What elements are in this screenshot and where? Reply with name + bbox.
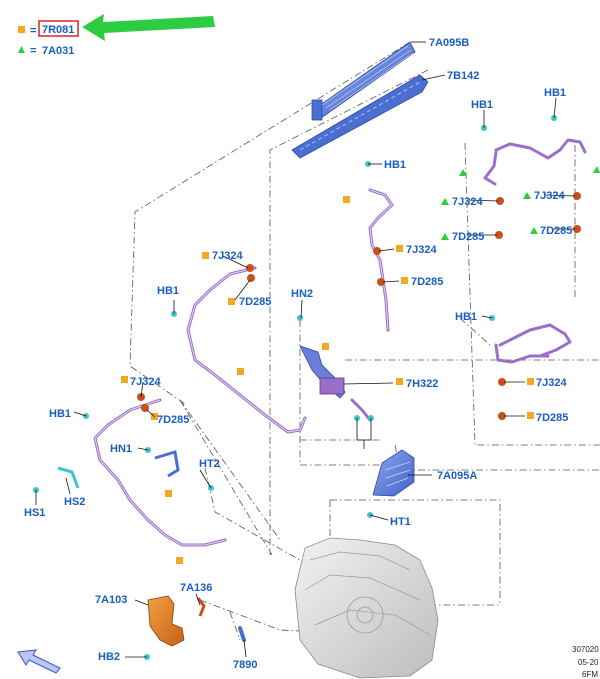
triangle-marker-icon (441, 198, 449, 205)
green-arrow-icon (82, 14, 215, 41)
square-marker-icon (165, 490, 172, 497)
clip-icon (496, 197, 504, 205)
label-7d285: 7D285 (411, 276, 443, 288)
small-parts (33, 115, 581, 660)
label-7d285: 7D285 (540, 225, 572, 237)
hoses (93, 138, 587, 547)
front-arrow-icon (17, 649, 61, 674)
square-marker-icon (176, 557, 183, 564)
label-ht1: HT1 (390, 516, 411, 528)
square-marker-icon (228, 298, 235, 305)
label-7a136: 7A136 (180, 582, 212, 594)
label-7b142: 7B142 (447, 70, 479, 82)
footer-codes: 307020 05-20 6FM (572, 645, 599, 679)
label-hb2: HB2 (98, 651, 120, 663)
label-ht2: HT2 (199, 458, 220, 470)
bracket-upper (291, 74, 429, 159)
square-marker-icon (237, 368, 244, 375)
label-hn2: HN2 (291, 288, 313, 300)
label-7a103: 7A103 (95, 594, 127, 606)
legend-equals-2: = (30, 45, 36, 57)
label-7d285: 7D285 (452, 231, 484, 243)
label-7j324: 7J324 (452, 196, 483, 208)
square-marker-icon (396, 245, 403, 252)
triangle-marker-icon (593, 166, 600, 173)
clip-icon (573, 192, 581, 200)
triangle-marker-icon (530, 227, 538, 234)
transmission-case (294, 537, 439, 679)
label-hb1: HB1 (544, 87, 566, 99)
square-marker-icon (322, 343, 329, 350)
legend-square-code: 7R081 (42, 24, 74, 36)
label-hb1: HB1 (384, 159, 406, 171)
triangle-marker-icon (459, 169, 467, 176)
square-marker-icon (396, 378, 403, 385)
label-7j324: 7J324 (130, 376, 161, 388)
label-7a095a: 7A095A (437, 470, 477, 482)
clip-icon (495, 231, 503, 239)
square-marker-icon (527, 412, 534, 419)
triangle-markers (441, 166, 600, 240)
label-7a095b: 7A095B (429, 37, 469, 49)
footer-line2: 05-20 (578, 658, 599, 667)
label-hb1: HB1 (471, 99, 493, 111)
fastener-icon (297, 315, 303, 321)
square-marker-icon (527, 378, 534, 385)
clip-icon (498, 378, 506, 386)
clip-icon (246, 264, 254, 272)
label-hb1: HB1 (455, 311, 477, 323)
clip-icon (498, 412, 506, 420)
square-marker-icon (202, 252, 209, 259)
label-7j324: 7J324 (212, 250, 243, 262)
label-7d285: 7D285 (239, 296, 271, 308)
legend-highlight-box (38, 20, 79, 37)
label-hn1: HN1 (110, 443, 132, 455)
label-hs1: HS1 (24, 507, 45, 519)
label-7j324: 7J324 (534, 190, 565, 202)
cooler-lower (372, 449, 415, 497)
square-marker-icon (121, 376, 128, 383)
legend-triangle-icon (18, 46, 25, 53)
label-7d285: 7D285 (536, 412, 568, 424)
footer-line1: 307020 (572, 645, 599, 654)
footer-line3: 6FM (582, 670, 598, 679)
part-labels: 7A095B 7B142 HB1 HB1 HB1 7J324 7D285 7J3… (24, 37, 572, 671)
clip-icon (373, 247, 381, 255)
triangle-marker-icon (441, 233, 449, 240)
label-7d285: 7D285 (157, 414, 189, 426)
legend-triangle-code: 7A031 (42, 45, 74, 57)
leader-lines (35, 41, 576, 658)
clip-icon (573, 225, 581, 233)
clip-icon (247, 274, 255, 282)
label-7h322: 7H322 (406, 378, 438, 390)
label-hb1: HB1 (157, 285, 179, 297)
legend: = 7R081 = 7A031 (18, 14, 215, 57)
label-hb1: HB1 (49, 408, 71, 420)
cooler-upper (311, 41, 416, 121)
clip-icon (377, 278, 385, 286)
triangle-marker-icon (523, 192, 531, 199)
square-marker-icon (343, 196, 350, 203)
label-7j324: 7J324 (406, 244, 437, 256)
label-hs2: HS2 (64, 496, 85, 508)
square-marker-icon (401, 277, 408, 284)
legend-square-icon (18, 26, 25, 33)
label-7j324: 7J324 (536, 377, 567, 389)
pump-assembly (147, 595, 246, 647)
legend-equals: = (30, 25, 36, 37)
label-7890: 7890 (233, 659, 257, 671)
